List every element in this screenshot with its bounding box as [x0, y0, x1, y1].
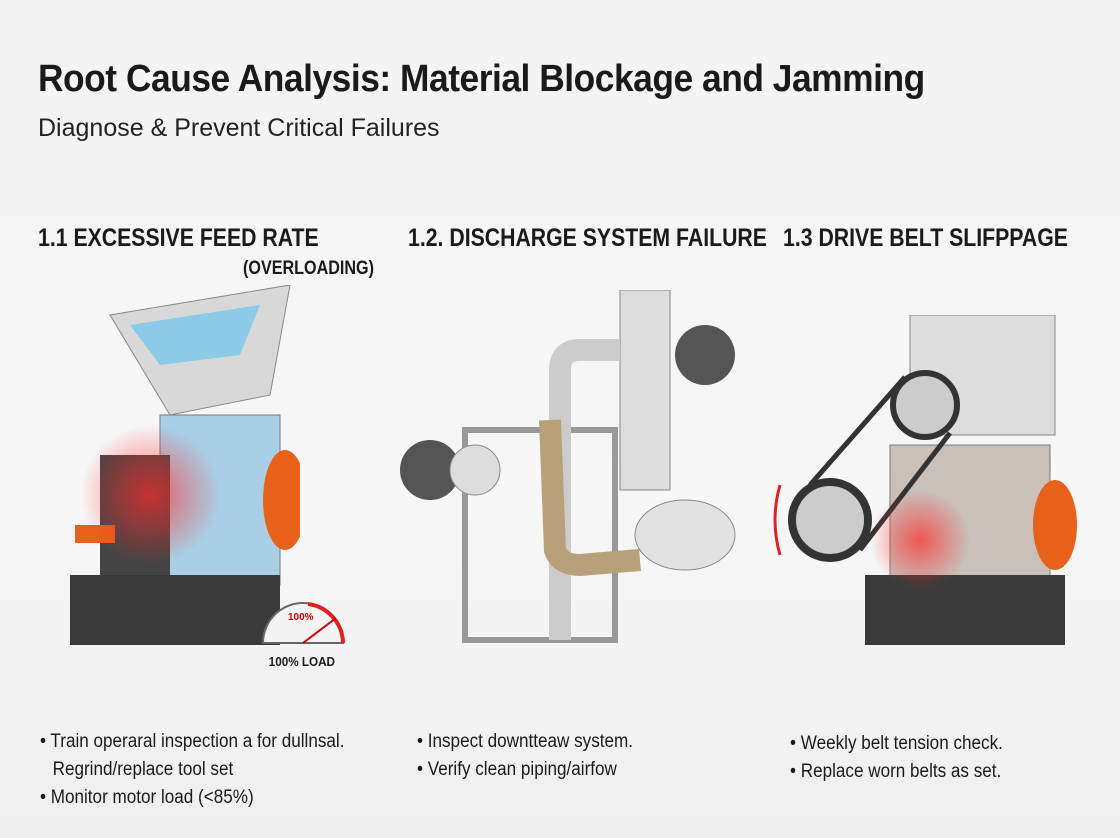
discharge-bullets: Inspect downtteaw system. Verify clean p… — [417, 728, 633, 784]
gauge-label: 100% LOAD — [268, 654, 336, 669]
load-gauge — [261, 602, 345, 644]
bullet-item: Monitor motor load (<85%) — [40, 784, 344, 812]
bullet-item: Train operaral inspection a for dullnsal… — [40, 728, 344, 756]
section-title-discharge: 1.2. DISCHARGE SYSTEM FAILURE — [408, 224, 767, 252]
bullet-item: Inspect downtteaw system. — [417, 728, 633, 756]
page-subtitle: Diagnose & Prevent Critical Failures — [38, 114, 440, 142]
bullet-item: Weekly belt tension check. — [790, 730, 1003, 758]
overloaded-shredder-illustration — [70, 285, 300, 645]
section-title-feed-rate: 1.1 EXCESSIVE FEED RATE — [38, 224, 319, 252]
belt-bullets: Weekly belt tension check. Replace worn … — [790, 730, 1003, 786]
discharge-system-illustration — [400, 290, 736, 643]
belt-shredder-illustration — [773, 315, 1077, 645]
bullet-item: Verify clean piping/airfow — [417, 756, 633, 784]
section-subtitle-overloading: (OVERLOADING) — [243, 258, 374, 279]
bullet-item: Replace worn belts as set. — [790, 758, 1003, 786]
page-title: Root Cause Analysis: Material Blockage a… — [38, 58, 925, 100]
gauge-value: 100% — [288, 612, 314, 623]
bullet-item: Regrind/replace tool set — [52, 759, 234, 780]
section-title-belt: 1.3 DRIVE BELT SLIFPPAGE — [783, 224, 1068, 252]
feed-rate-bullets: Train operaral inspection a for dullnsal… — [40, 728, 344, 812]
